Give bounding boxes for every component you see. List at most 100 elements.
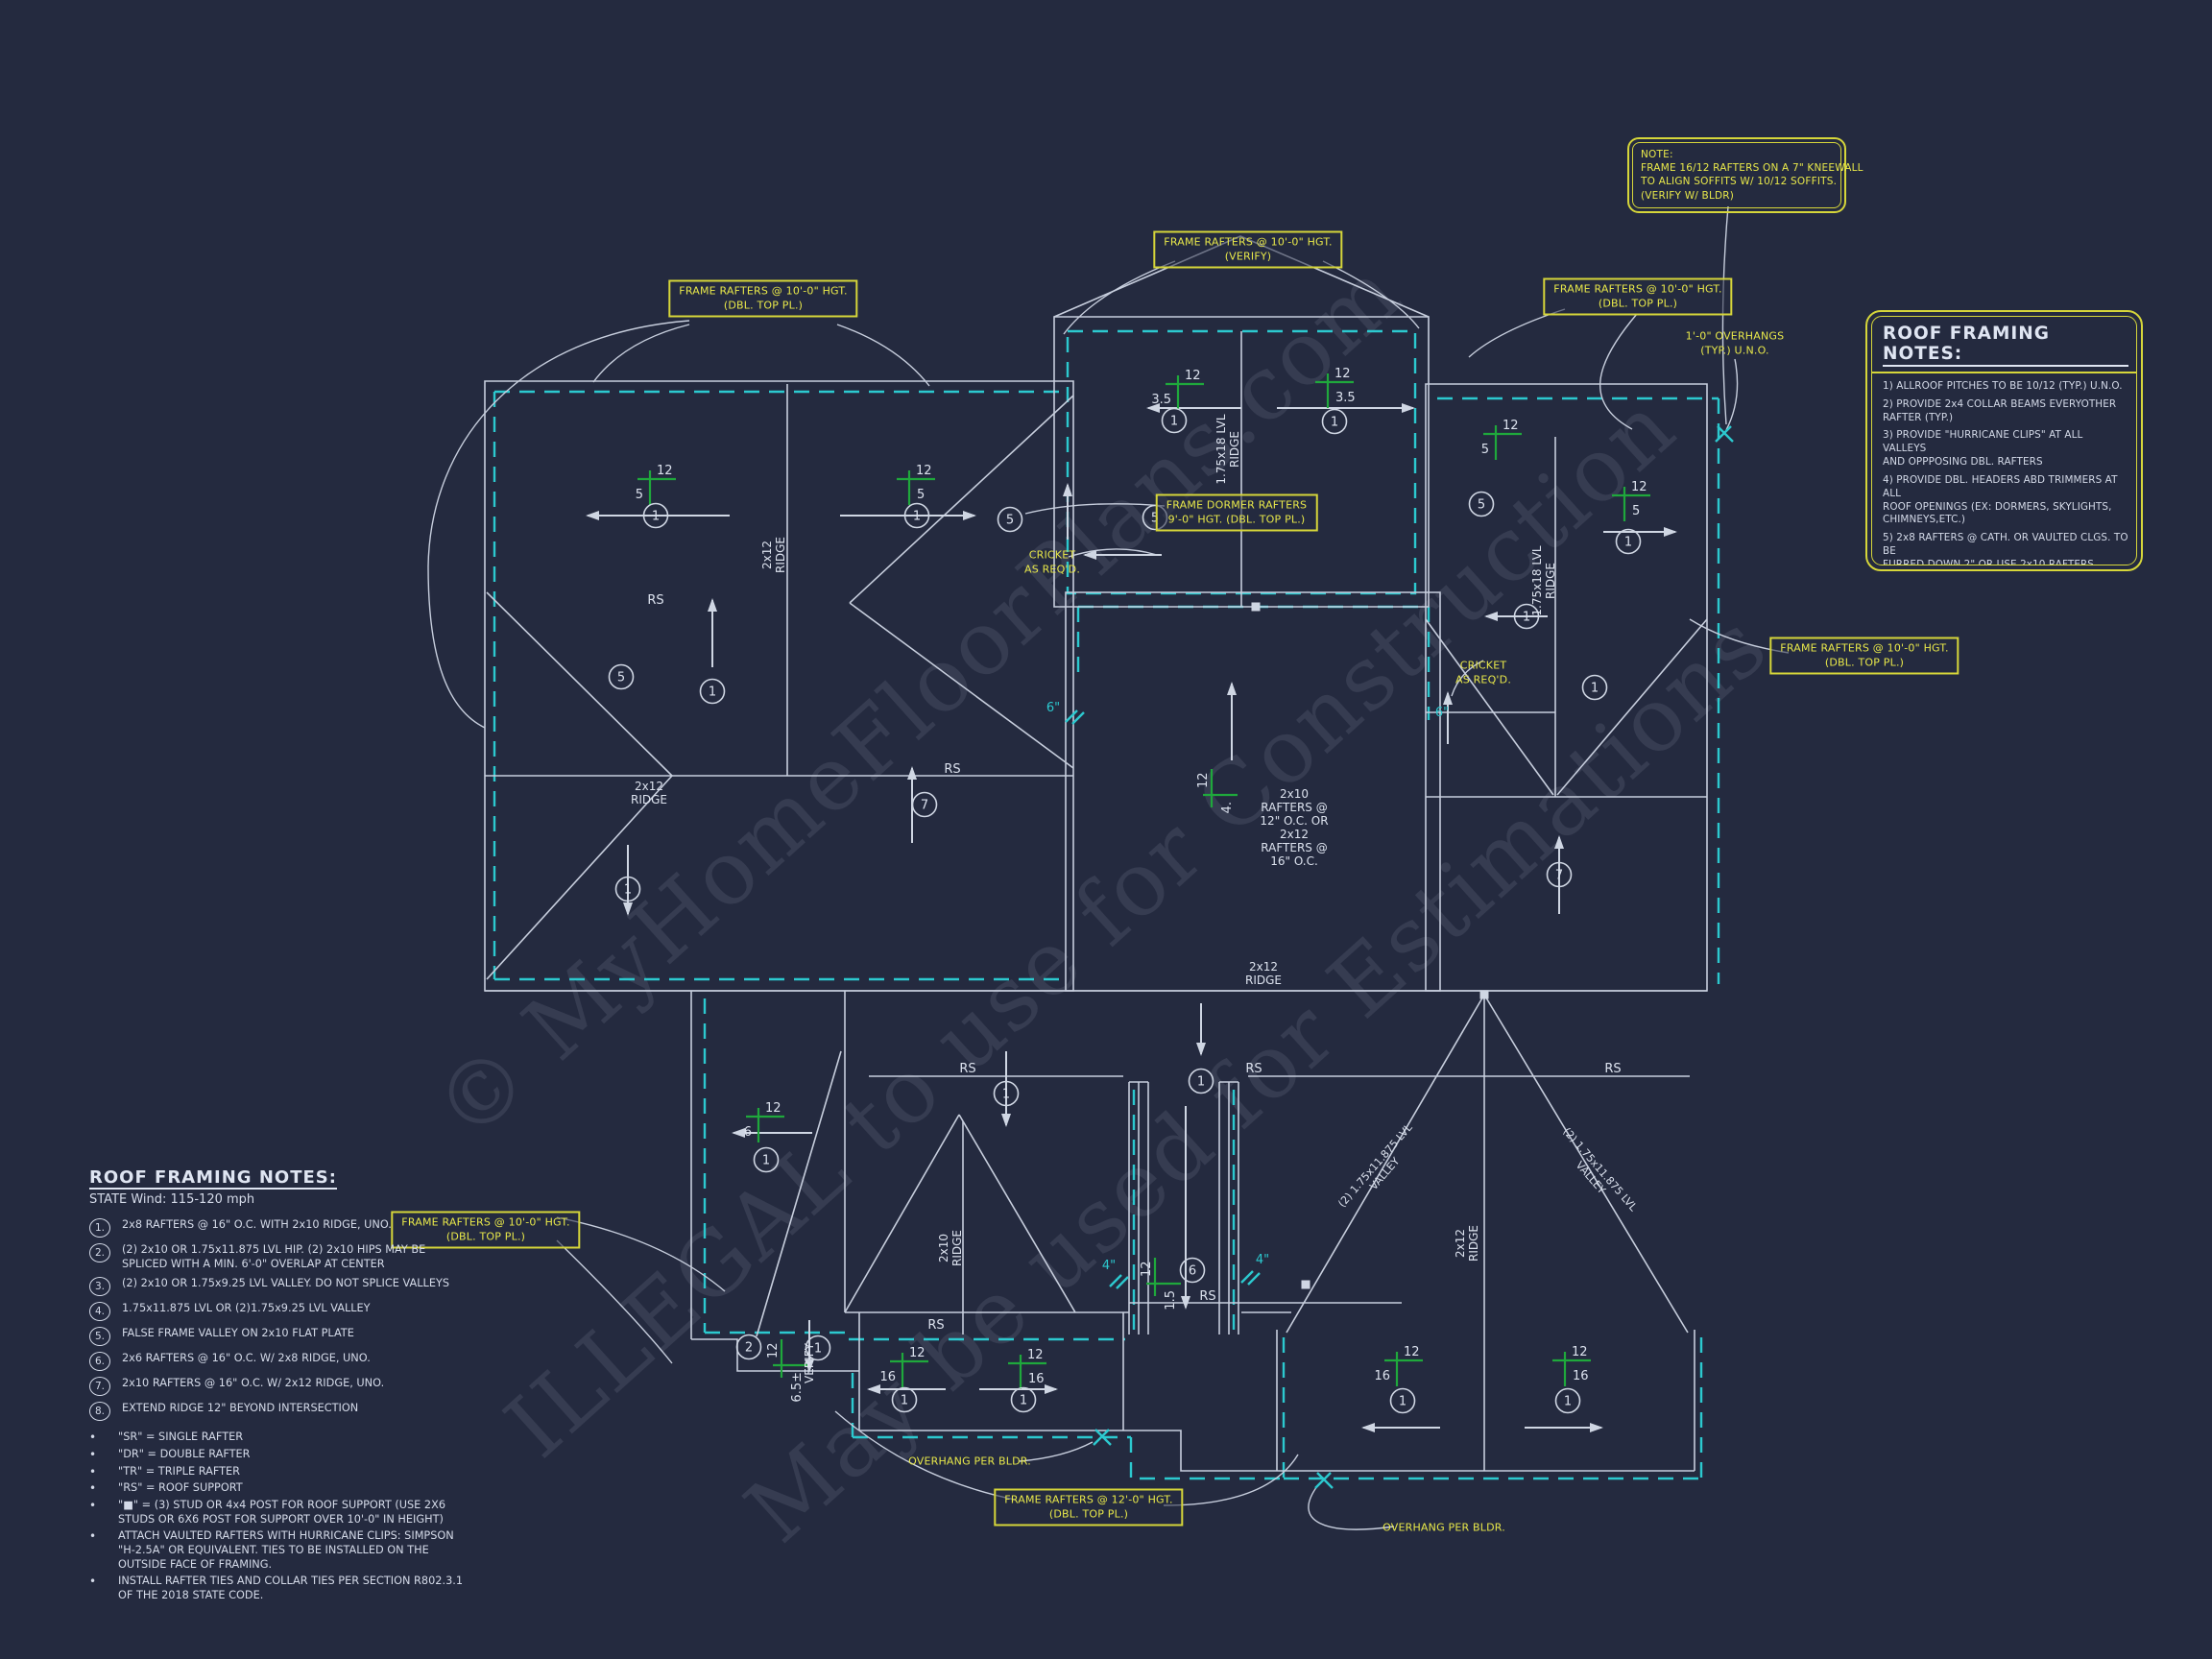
pitch-run-value: 5 [1632, 504, 1640, 518]
circled-note-number: 1 [1513, 603, 1540, 630]
pitch-marker: 12 4. [1196, 769, 1238, 813]
drawing-text-label: 2x12RIDGE [760, 537, 787, 573]
drawing-text-label: VERIFY [803, 1342, 816, 1383]
legend-bullet-text: "DR" = DOUBLE RAFTER [118, 1448, 251, 1461]
circled-note-number: 5 [997, 506, 1023, 533]
drawing-text-label: 6" [1435, 706, 1449, 720]
circled-note-number: 1 [903, 502, 930, 529]
drawing-text-label: RS [927, 1318, 944, 1333]
note-number-value: 1 [652, 510, 660, 524]
notes-divider [1872, 372, 2136, 373]
legend-item-number: 6. [89, 1352, 110, 1372]
svg-text:2x10RIDGE: 2x10RIDGE [937, 1230, 964, 1266]
drawing-text-label: 6" [1046, 701, 1060, 715]
note-number-value: 2 [745, 1341, 753, 1356]
legend-bullet-text: ATTACH VAULTED RAFTERS WITH HURRICANE CL… [118, 1529, 454, 1571]
circled-note-number: 2 [735, 1334, 762, 1360]
drawing-text-label: 4" [1102, 1259, 1116, 1273]
framing-callout-box: FRAME RAFTERS @ 10'-0" HGT. (DBL. TOP PL… [1543, 277, 1733, 316]
pitch-run-value: 6.5± [790, 1372, 805, 1403]
legend-bullet-text: "■" = (3) STUD OR 4x4 POST FOR ROOF SUPP… [118, 1499, 446, 1526]
drawing-text-label: (2) 1.75x11.875 LVLVALLEY [1335, 1120, 1425, 1217]
note-number-value: 1 [1331, 416, 1338, 430]
circled-note-number: 5 [608, 663, 635, 690]
legend-item-number: 7. [89, 1377, 110, 1397]
roof-note-item: 5) 2x8 RAFTERS @ CATH. OR VAULTED CLGS. … [1883, 532, 2128, 565]
circled-note-number: 1 [805, 1334, 831, 1361]
framing-callout-box: FRAME RAFTERS @ 10'-0" HGT. (DBL. TOP PL… [391, 1211, 581, 1249]
drawing-text-label: 2x12RIDGE [1454, 1225, 1480, 1262]
circled-note-number: 1 [1554, 1387, 1581, 1414]
bullet-icon: • [89, 1529, 97, 1544]
framing-callout-box: FRAME RAFTERS @ 12'-0" HGT. (DBL. TOP PL… [994, 1488, 1184, 1527]
pitch-run-value: 16 [1573, 1369, 1589, 1383]
pitch-rise-value: 12 [916, 464, 932, 478]
legend-bullet-item: •"DR" = DOUBLE RAFTER [89, 1448, 466, 1462]
svg-text:2x12RIDGE: 2x12RIDGE [1245, 960, 1282, 987]
roof-framing-legend-title: ROOF FRAMING NOTES: [89, 1167, 337, 1190]
circled-note-number: 1 [614, 876, 641, 902]
note-line: TO ALIGN SOFFITS W/ 10/12 SOFFITS. [1641, 176, 1838, 188]
legend-bullet-item: • ATTACH VAULTED RAFTERS WITH HURRICANE C… [89, 1529, 466, 1572]
svg-text:2x12RIDGE: 2x12RIDGE [1454, 1225, 1480, 1262]
svg-text:2x12RIDGE: 2x12RIDGE [760, 537, 787, 573]
drawing-text-label: 4" [1256, 1253, 1269, 1267]
note-number-value: 1 [1564, 1395, 1572, 1409]
note-number-value: 7 [1555, 869, 1563, 883]
legend-item-number: 1. [89, 1218, 110, 1238]
pitch-rise-value: 12 [1631, 480, 1647, 494]
pitch-marker: 126.5± [766, 1339, 807, 1403]
pitch-marker: 121.5 [1140, 1258, 1181, 1310]
pitch-run-value: 3.5 [1151, 393, 1171, 407]
legend-item-number: 5. [89, 1327, 110, 1347]
circled-note-number: 1 [1010, 1386, 1037, 1413]
pitch-run-value: 16 [1028, 1372, 1045, 1386]
pitch-rise-value: 12 [1196, 772, 1211, 788]
circled-note-number: 6 [1179, 1257, 1206, 1284]
legend-numbered-item: 6. 2x6 RAFTERS @ 16" O.C. W/ 2x8 RIDGE, U… [89, 1352, 466, 1372]
roof-framing-notes-list: 1) ALLROOF PITCHES TO BE 10/12 (TYP.) U.… [1883, 380, 2128, 565]
note-number-value: 5 [1151, 512, 1159, 526]
legend-item-number: 4. [89, 1302, 110, 1322]
pitch-marker: 12 5 [1612, 480, 1650, 521]
pitch-run-value: 4. [1220, 802, 1235, 813]
bullet-icon: • [89, 1464, 97, 1479]
note-number-value: 1 [814, 1342, 822, 1357]
roof-framing-notes-box: ROOF FRAMING NOTES: 1) ALLROOF PITCHES T… [1865, 310, 2143, 571]
legend-item-number: 2. [89, 1243, 110, 1262]
bullet-icon: • [89, 1575, 97, 1589]
note-number-value: 1 [913, 510, 921, 524]
pitch-run-value: 16 [1374, 1369, 1390, 1383]
note-number-value: 1 [1197, 1075, 1205, 1090]
pitch-rise-value: 12 [1140, 1261, 1154, 1277]
svg-text:4": 4" [1102, 1259, 1116, 1273]
legend-bullet-item: •"TR" = TRIPLE RAFTER [89, 1465, 466, 1479]
circled-note-number: 1 [1188, 1068, 1214, 1094]
roof-note-item: 1) ALLROOF PITCHES TO BE 10/12 (TYP.) U.… [1883, 380, 2123, 392]
svg-text:RS: RS [1199, 1289, 1215, 1304]
svg-text:2x12RIDGE: 2x12RIDGE [631, 780, 667, 806]
pitch-marker: 125 [1481, 419, 1522, 460]
legend-bullet-list: •"SR" = SINGLE RAFTER•"DR" = DOUBLE RAFT… [89, 1431, 466, 1602]
drawing-text-label: RS [1199, 1289, 1215, 1304]
roof-framing-notes-title: ROOF FRAMING NOTES: [1883, 324, 2128, 367]
circled-note-number: 1 [1615, 528, 1642, 555]
roof-outline-lines [484, 235, 1708, 1472]
pitch-marker: 125 [897, 464, 935, 505]
svg-text:RS: RS [1245, 1062, 1262, 1076]
pitch-rise-value: 12 [1185, 369, 1201, 383]
pitch-rise-value: 12 [909, 1346, 926, 1360]
svg-text:VERIFY: VERIFY [803, 1342, 816, 1383]
framing-callout-box: FRAME RAFTERS @ 10'-0" HGT. (VERIFY) [1153, 230, 1343, 269]
note-number-value: 1 [1002, 1088, 1010, 1102]
note-number-value: 1 [1020, 1394, 1027, 1408]
legend-item-text: 2x6 RAFTERS @ 16" O.C. W/ 2x8 RIDGE, UNO… [122, 1352, 371, 1365]
pitch-rise-value: 12 [765, 1101, 781, 1116]
drawing-text-label: 1.75x18 LVLRIDGE [1530, 545, 1557, 615]
overhang-x-marks [1065, 425, 1734, 1489]
svg-text:(2) 1.75x11.875 LVLVALLEY: (2) 1.75x11.875 LVLVALLEY [1335, 1120, 1425, 1217]
svg-text:RS: RS [927, 1318, 944, 1333]
